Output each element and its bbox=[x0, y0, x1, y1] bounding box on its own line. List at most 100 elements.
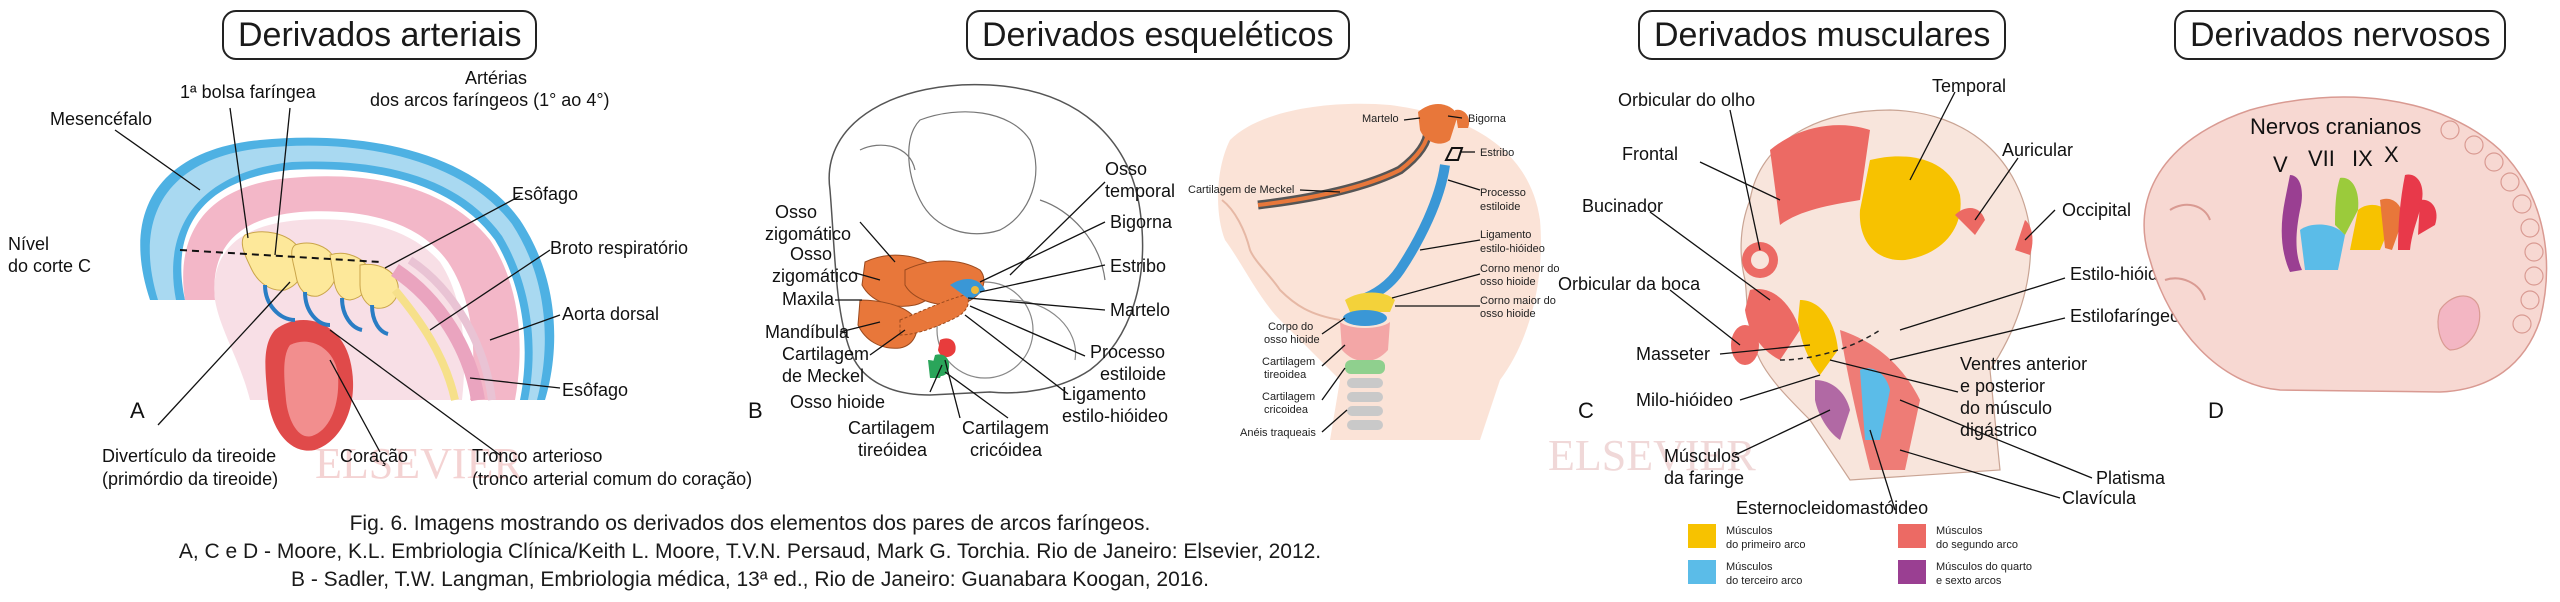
legend-terceiro-arco-1: Músculos bbox=[1726, 561, 1773, 573]
legend-primeiro-arco-2: do primeiro arco bbox=[1726, 539, 1805, 551]
label-bigorna: Bigorna bbox=[1110, 212, 1173, 232]
letter-d: D bbox=[2208, 398, 2224, 423]
label-zigomatico-1: zigomático bbox=[765, 224, 851, 244]
label-nerve-x: X bbox=[2384, 142, 2399, 167]
label-clavicula: Clavícula bbox=[2062, 488, 2137, 508]
label-bucinador: Bucinador bbox=[1582, 196, 1663, 216]
label-arterias: Artérias bbox=[465, 68, 527, 88]
legend-quarto-sexto-1: Músculos do quarto bbox=[1936, 561, 2032, 573]
label-esofago-bottom: Esôfago bbox=[562, 380, 628, 400]
label-martelo: Martelo bbox=[1110, 300, 1170, 320]
label-aorta-dorsal: Aorta dorsal bbox=[562, 304, 659, 324]
small-label-estribo: Estribo bbox=[1480, 147, 1514, 159]
label-ventres-2: e posterior bbox=[1960, 376, 2045, 396]
label-nervos-cranianos: Nervos cranianos bbox=[2250, 114, 2421, 139]
label-ventres-1: Ventres anterior bbox=[1960, 354, 2087, 374]
figure-caption-line-1: Fig. 6. Imagens mostrando os derivados d… bbox=[349, 512, 1151, 535]
label-temporal-m: Temporal bbox=[1932, 76, 2006, 96]
small-label-corno-maior: Corno maior do bbox=[1480, 295, 1556, 307]
label-primordio-tireoide: (primórdio da tireoide) bbox=[102, 469, 278, 489]
label-de-meckel: de Meckel bbox=[782, 366, 864, 386]
label-arterias-arcos: dos arcos faríngeos (1° ao 4°) bbox=[370, 90, 610, 110]
label-estribo: Estribo bbox=[1110, 256, 1166, 276]
label-esternocleidomastoideo: Esternocleidomastóideo bbox=[1736, 498, 1928, 518]
label-do-corte-c: do corte C bbox=[8, 256, 91, 276]
legend-primeiro-arco-1: Músculos bbox=[1726, 525, 1773, 537]
label-ventres-3: do músculo bbox=[1960, 398, 2052, 418]
figure-caption-line-3: B - Sadler, T.W. Langman, Embriologia mé… bbox=[291, 568, 1209, 591]
small-label-cartilagem-tireoidea: Cartilagem bbox=[1262, 356, 1315, 368]
panel-d-embryo-nerves: Nervos cranianos V VII IX X D bbox=[2143, 96, 2548, 423]
muscle-legend: Músculos do primeiro arco Músculos do se… bbox=[1688, 524, 2032, 587]
label-osso-zigomatico-1: Osso bbox=[775, 202, 817, 222]
label-musculos-faringe-1: Músculos bbox=[1664, 446, 1740, 466]
label-estilo-hioideo-b: estilo-hióideo bbox=[1062, 406, 1168, 426]
letter-c: C bbox=[1578, 398, 1594, 423]
figure-caption-line-2: A, C e D - Moore, K.L. Embriologia Clíni… bbox=[178, 540, 1322, 563]
legend-swatch-terceiro-arco bbox=[1688, 560, 1716, 584]
letter-a: A bbox=[130, 398, 145, 423]
label-platisma: Platisma bbox=[2096, 468, 2166, 488]
label-temporal: temporal bbox=[1105, 181, 1175, 201]
legend-terceiro-arco-2: do terceiro arco bbox=[1726, 575, 1802, 587]
label-cartilagem-tireoidea-1: Cartilagem bbox=[848, 418, 935, 438]
label-zigomatico-2: zigomático bbox=[772, 266, 858, 286]
panel-c-muscles: ELSEVIER bbox=[1548, 76, 2180, 518]
label-coracao: Coração bbox=[340, 446, 408, 466]
small-label-osso-hioide-maior: osso hioide bbox=[1480, 308, 1536, 320]
label-nerve-v: V bbox=[2273, 152, 2288, 177]
legend-segundo-arco-2: do segundo arco bbox=[1936, 539, 2018, 551]
small-label-corno-menor: Corno menor do bbox=[1480, 263, 1560, 275]
small-label-cartilagem-meckel: Cartilagem de Meckel bbox=[1188, 184, 1294, 196]
label-mesencefalo: Mesencéfalo bbox=[50, 109, 152, 129]
small-label-corpo: Corpo do bbox=[1268, 321, 1313, 333]
legend-swatch-segundo-arco bbox=[1898, 524, 1926, 548]
label-broto-respiratorio: Broto respiratório bbox=[550, 238, 688, 258]
label-orbicular-do-olho: Orbicular do olho bbox=[1618, 90, 1755, 110]
legend-quarto-sexto-2: e sexto arcos bbox=[1936, 575, 2002, 587]
label-tireoidea: tireóidea bbox=[858, 440, 928, 460]
title-derivados-esqueleticos: Derivados esqueléticos bbox=[966, 10, 1350, 60]
label-frontal: Frontal bbox=[1622, 144, 1678, 164]
watermark-elsevier-c: ELSEVIER bbox=[1548, 431, 1756, 480]
label-osso-temporal-1: Osso bbox=[1105, 159, 1147, 179]
label-auricular: Auricular bbox=[2002, 140, 2073, 160]
legend-swatch-primeiro-arco bbox=[1688, 524, 1716, 548]
small-label-osso-hioide-menor: osso hioide bbox=[1480, 276, 1536, 288]
label-processo-estiloide-1: Processo bbox=[1090, 342, 1165, 362]
small-label-martelo: Martelo bbox=[1362, 113, 1399, 125]
label-orbicular-da-boca: Orbicular da boca bbox=[1558, 274, 1701, 294]
title-derivados-nervosos: Derivados nervosos bbox=[2174, 10, 2507, 60]
title-derivados-musculares: Derivados musculares bbox=[1638, 10, 2007, 60]
label-nivel: Nível bbox=[8, 234, 49, 254]
label-osso-hioide: Osso hioide bbox=[790, 392, 885, 412]
small-label-processo: Processo bbox=[1480, 187, 1526, 199]
label-maxila: Maxila bbox=[782, 289, 835, 309]
label-estilofaringeo: Estilofaríngeo bbox=[2070, 306, 2180, 326]
panel-b-skull: Osso zigomático Osso zigomático Maxila M… bbox=[748, 83, 1175, 460]
label-esofago-top: Esôfago bbox=[512, 184, 578, 204]
small-label-ligamento: Ligamento bbox=[1480, 229, 1531, 241]
label-diverticulo-tireoide: Divertículo da tireoide bbox=[102, 446, 276, 466]
letter-b: B bbox=[748, 398, 763, 423]
label-tronco-arterioso: Tronco arterioso bbox=[472, 446, 602, 466]
label-da-faringe: da faringe bbox=[1664, 468, 1744, 488]
label-ventres-4: digástrico bbox=[1960, 420, 2037, 440]
label-cartilagem-meckel-1: Cartilagem bbox=[782, 344, 869, 364]
panel-b-profile: Martelo Bigorna Estribo Cartilagem de Me… bbox=[1188, 103, 1560, 441]
small-label-estilo-hioideo: estilo-hióideo bbox=[1480, 243, 1545, 255]
title-derivados-arteriais: Derivados arteriais bbox=[222, 10, 538, 60]
label-osso-zigomatico-2: Osso bbox=[790, 244, 832, 264]
label-cartilagem-cricoidea-1: Cartilagem bbox=[962, 418, 1049, 438]
label-cricoidea: cricóidea bbox=[970, 440, 1043, 460]
label-occipital: Occipital bbox=[2062, 200, 2131, 220]
small-label-estiloide: estiloide bbox=[1480, 201, 1520, 213]
label-milo-hioideo: Milo-hióideo bbox=[1636, 390, 1733, 410]
label-tronco-arterial-comum: (tronco arterial comum do coração) bbox=[472, 469, 752, 489]
label-estilo-hioideo-m: Estilo-hióideo bbox=[2070, 264, 2178, 284]
label-nerve-vii: VII bbox=[2308, 146, 2335, 171]
small-label-bigorna: Bigorna bbox=[1468, 113, 1507, 125]
legend-segundo-arco-1: Músculos bbox=[1936, 525, 1983, 537]
label-ligamento-1: Ligamento bbox=[1062, 384, 1146, 404]
